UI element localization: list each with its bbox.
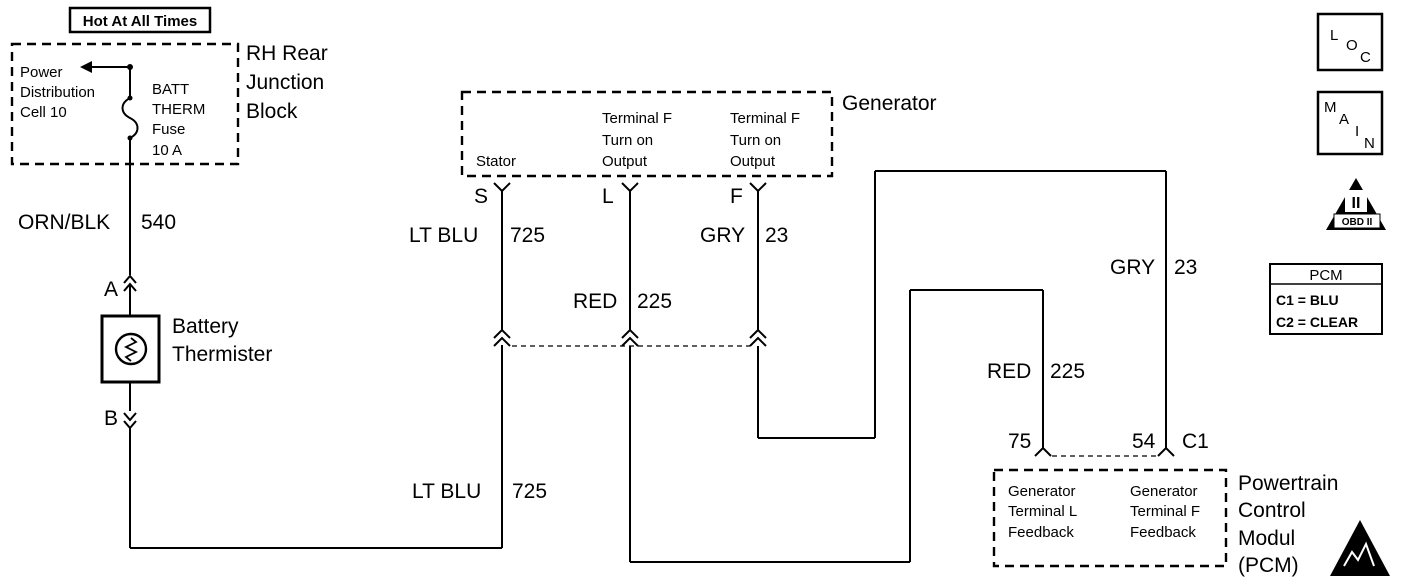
pin-75-label: 75 xyxy=(1008,430,1031,453)
svg-text:M: M xyxy=(1324,99,1337,116)
junction-block-name-2: Junction xyxy=(246,71,324,94)
pin-54-connector-icon xyxy=(1157,446,1175,457)
wire-label-gry-upper: GRY xyxy=(700,224,745,247)
wire-circuit-23-upper: 23 xyxy=(765,224,788,247)
hot-at-all-times-label: Hot At All Times xyxy=(68,6,212,34)
wire-circuit-23-right: 23 xyxy=(1174,256,1197,279)
svg-text:OBD II: OBD II xyxy=(1342,217,1373,228)
main-icon: M A I N xyxy=(1316,90,1384,156)
pcm-name-4: (PCM) xyxy=(1238,554,1299,577)
stator-label: Stator xyxy=(476,153,516,170)
pcm-module: Generator Terminal L Feedback Generator … xyxy=(992,468,1338,577)
obd-ii-icon: II OBD II xyxy=(1326,178,1386,230)
wire-label-red-upper: RED xyxy=(573,290,617,313)
junction-block-name-3: Block xyxy=(246,100,298,123)
fuse-icon xyxy=(121,67,139,164)
pin-b-label: B xyxy=(104,407,118,430)
terminal-f-label-2: Turn on xyxy=(730,132,781,149)
power-distribution-label-2: Distribution xyxy=(20,84,95,101)
terminal-l-label-2: Turn on xyxy=(602,132,653,149)
feedback-f-label-3: Feedback xyxy=(1130,524,1196,541)
terminal-l-label-3: Output xyxy=(602,153,648,170)
wire-label-red-lower: RED xyxy=(987,360,1031,383)
thermister-name-1: Battery xyxy=(172,315,239,338)
fuse-label-2: THERM xyxy=(152,101,205,118)
svg-text:O: O xyxy=(1346,37,1358,54)
pin-54-label: 54 xyxy=(1132,430,1156,453)
feedback-l-label-2: Terminal L xyxy=(1008,503,1077,520)
fuse-label-4: 10 A xyxy=(152,142,182,159)
wire-label-orn-blk: ORN/BLK xyxy=(18,211,110,234)
pcm-name-1: Powertrain xyxy=(1238,472,1338,495)
pin-a-label: A xyxy=(104,278,118,301)
esd-warning-icon xyxy=(1330,520,1390,576)
arrow-left-icon xyxy=(80,61,92,73)
wire-label-lt-blu-upper: LT BLU xyxy=(409,224,478,247)
pcm-name-2: Control xyxy=(1238,499,1306,522)
svg-text:N: N xyxy=(1364,135,1375,152)
wire-label-lt-blu-lower: LT BLU xyxy=(412,480,481,503)
pin-f-connector-icon xyxy=(749,182,767,193)
pcm-name-3: Modul xyxy=(1238,527,1295,550)
wire-circuit-225-upper: 225 xyxy=(637,290,672,313)
inline-connector xyxy=(493,328,767,347)
power-distribution-label-3: Cell 10 xyxy=(20,104,67,121)
feedback-f-label-2: Terminal F xyxy=(1130,503,1200,520)
pin-l-connector-icon xyxy=(621,182,639,193)
connector-b-icon xyxy=(123,412,137,430)
fuse-label-1: BATT xyxy=(152,81,189,98)
fuse-label-3: Fuse xyxy=(152,121,185,138)
feedback-l-label-1: Generator xyxy=(1008,483,1076,500)
terminal-f-label-1: Terminal F xyxy=(730,110,800,127)
junction-block-name-1: RH Rear xyxy=(246,42,328,65)
legend-title: PCM xyxy=(1309,267,1342,284)
connector-c1-label: C1 xyxy=(1182,430,1209,453)
junction-block: RH Rear Junction Block Power Distributio… xyxy=(10,42,328,166)
svg-text:L: L xyxy=(1330,27,1338,44)
battery-thermister: Battery Thermister xyxy=(100,314,272,384)
svg-text:I: I xyxy=(1355,123,1359,140)
power-distribution-label-1: Power xyxy=(20,64,63,81)
pin-f-label: F xyxy=(730,185,743,208)
thermister-name-2: Thermister xyxy=(172,343,272,366)
wire-circuit-725-upper: 725 xyxy=(510,224,545,247)
legend-c2: C2 = CLEAR xyxy=(1276,314,1358,330)
svg-text:C: C xyxy=(1360,49,1371,66)
wire-label-gry-right: GRY xyxy=(1110,256,1155,279)
terminal-f-label-3: Output xyxy=(730,153,776,170)
feedback-f-label-1: Generator xyxy=(1130,483,1198,500)
location-icon: L O C xyxy=(1316,12,1384,72)
svg-text:II: II xyxy=(1352,195,1361,212)
wire-circuit-540: 540 xyxy=(141,211,176,234)
pin-l-label: L xyxy=(602,185,614,208)
terminal-l-label-1: Terminal F xyxy=(602,110,672,127)
pin-75-connector-icon xyxy=(1034,446,1052,457)
thermistor-icon xyxy=(114,332,148,366)
generator: Generator Stator Terminal F Turn on Outp… xyxy=(460,90,937,178)
wire-circuit-725-lower: 725 xyxy=(512,480,547,503)
pcm-connector-legend: PCM C1 = BLU C2 = CLEAR xyxy=(1269,263,1383,335)
generator-name: Generator xyxy=(842,92,937,115)
svg-text:Hot At All Times: Hot At All Times xyxy=(83,13,197,30)
wire-circuit-225-lower: 225 xyxy=(1050,360,1085,383)
legend-c1: C1 = BLU xyxy=(1276,292,1339,308)
svg-text:A: A xyxy=(1339,111,1349,128)
feedback-l-label-3: Feedback xyxy=(1008,524,1074,541)
pin-s-label: S xyxy=(474,185,488,208)
pin-s-connector-icon xyxy=(493,182,511,193)
